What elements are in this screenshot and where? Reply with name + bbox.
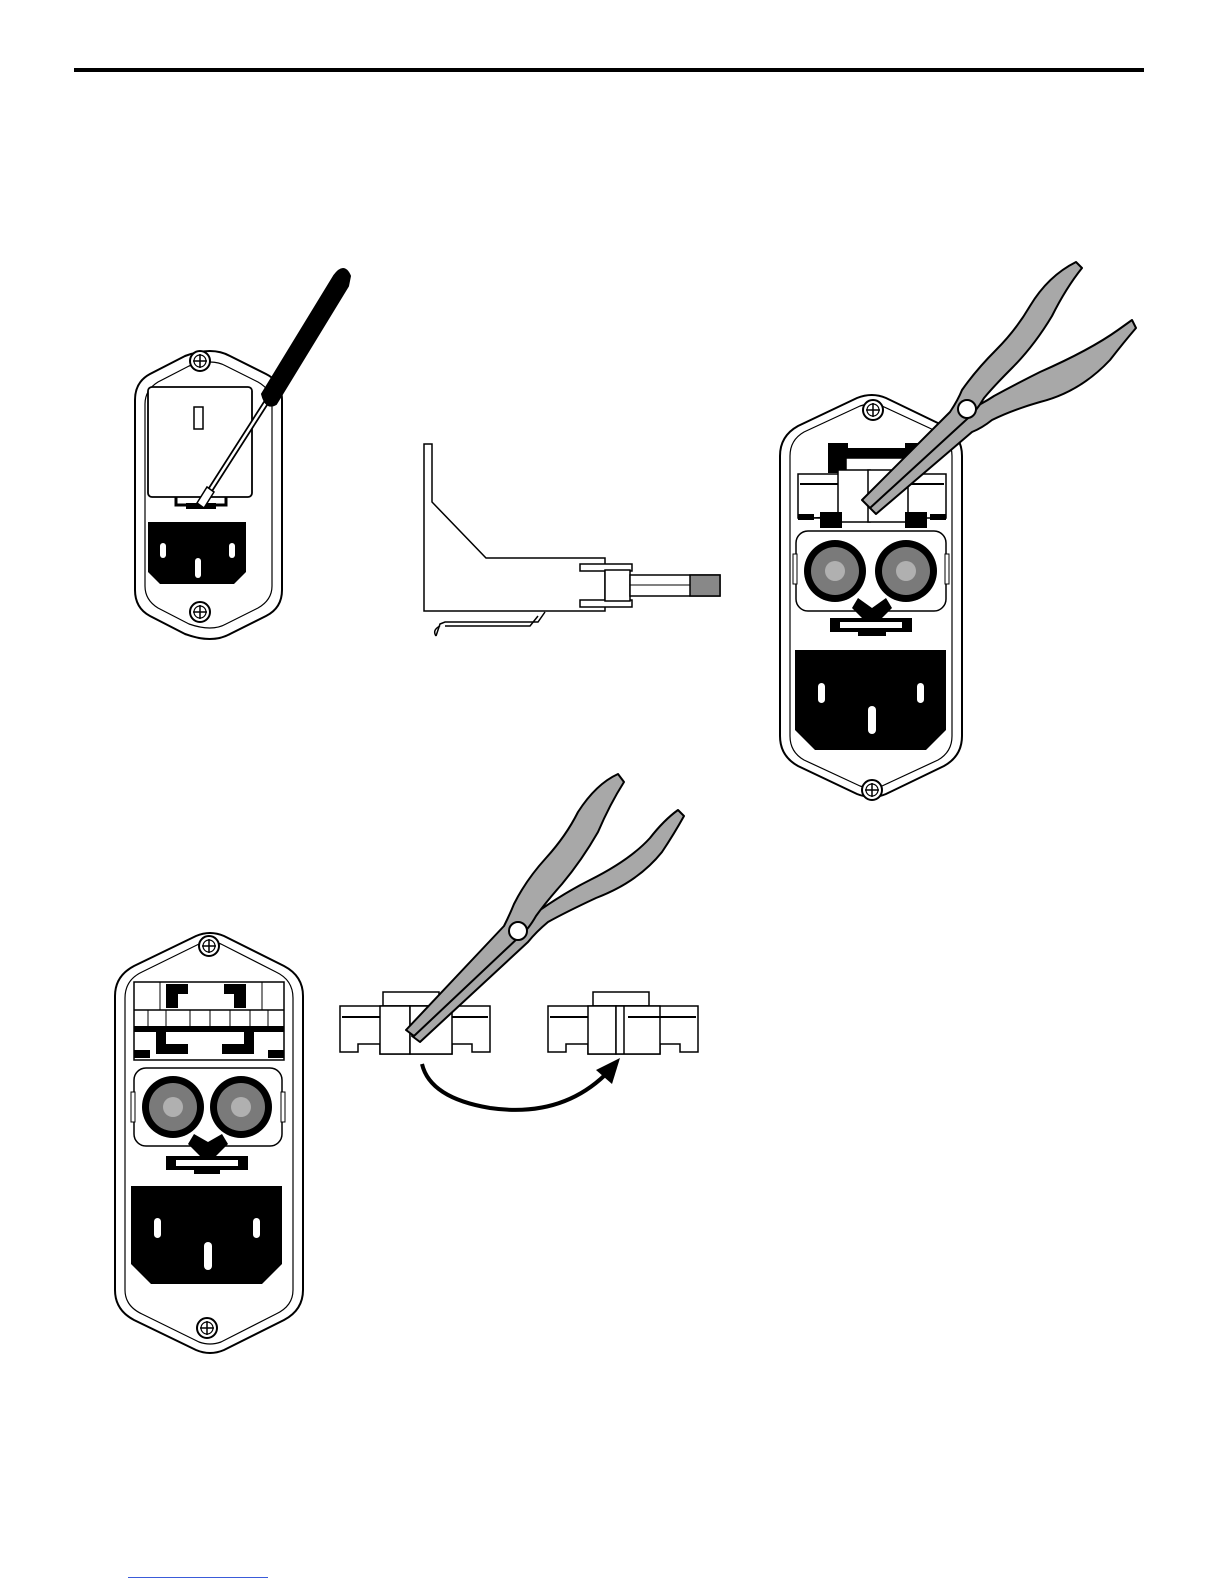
left-fuse-icon (142, 1076, 204, 1138)
right-fuse-icon (875, 540, 937, 602)
voltage-window-icon (194, 407, 203, 429)
top-screw-icon (863, 400, 883, 420)
fuse-drawer-cover (148, 387, 252, 497)
module-closed-figure (135, 269, 350, 639)
top-screw-icon (190, 351, 210, 371)
voltage-selector-icon (134, 982, 284, 1060)
fuse-drawer-body (424, 444, 605, 611)
voltage-selector-rotate-figure (340, 774, 698, 1110)
footer-link-underline[interactable] (128, 1577, 268, 1578)
bottom-screw-icon (197, 1318, 217, 1338)
tweezers-icon (862, 262, 1136, 514)
voltage-selector-after-icon (548, 992, 698, 1054)
bottom-screw-icon (862, 780, 882, 800)
module-open-tweezers-figure (780, 262, 1136, 800)
left-fuse-icon (804, 540, 866, 602)
fuse-holder-side-figure (424, 444, 720, 636)
top-screw-icon (199, 936, 219, 956)
curved-arrow-icon (422, 1058, 620, 1110)
right-fuse-icon (210, 1076, 272, 1138)
module-open-figure (115, 933, 303, 1353)
bottom-screw-icon (190, 602, 210, 622)
